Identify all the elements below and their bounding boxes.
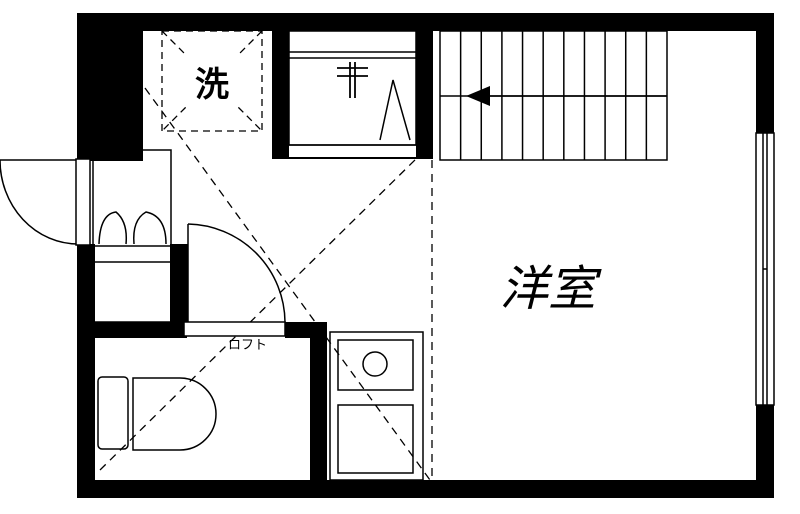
loft-label: ロフト (228, 338, 267, 353)
interior-door-frame (183, 321, 286, 337)
entrance-frame (75, 158, 91, 246)
staircase-icon (439, 30, 668, 161)
wall-right-upper (756, 13, 774, 133)
wall-toilet-top-left (77, 322, 187, 338)
wall-toilet-right (310, 322, 327, 498)
washer-space-icon (161, 30, 263, 132)
wall-right-lower (756, 405, 774, 498)
wall-entrance (170, 244, 188, 326)
faucet-icon (337, 62, 368, 98)
washer-label-bg (181, 56, 243, 106)
western-room-label: 洋室 (500, 261, 602, 317)
washer-label: 洗 (195, 65, 229, 105)
wall-washbasin-right (416, 13, 433, 159)
shoe-cabinet-icon (92, 149, 172, 323)
loft-diagonal-a (144, 87, 431, 481)
kitchen-counter (329, 331, 424, 481)
loft-diagonal-b (99, 154, 421, 471)
window-icon (755, 132, 775, 406)
kitchen-stove-icon (337, 339, 414, 391)
walls (77, 13, 774, 498)
entrance-door-swing-icon (0, 159, 79, 245)
loft-outline (99, 87, 433, 481)
interior-door-swing-icon (187, 223, 286, 323)
toilet-icon (97, 376, 217, 451)
washbasin-icon (288, 30, 417, 146)
wall-bottom (77, 480, 774, 498)
wall-left-upper (77, 13, 143, 161)
wall-washbasin-left (272, 13, 289, 159)
kitchen-sink-icon (337, 404, 414, 474)
arrow-left-icon (466, 86, 490, 106)
wall-left-lower (77, 244, 95, 498)
